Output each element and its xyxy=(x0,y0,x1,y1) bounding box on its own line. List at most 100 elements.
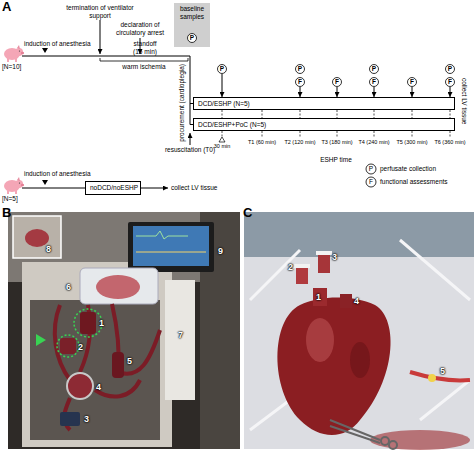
callout-number: 6 xyxy=(66,282,71,292)
perfusate-marker: P xyxy=(217,64,227,74)
perfusion-photo-part xyxy=(136,231,188,239)
group-bar: DCD/ESHP (N=5) xyxy=(193,97,455,110)
node-text: DCD/ESHP (N=5) xyxy=(198,100,250,108)
perfusion-photo-part xyxy=(57,335,79,357)
callout-number: 4 xyxy=(354,296,359,306)
heart-photo-part xyxy=(306,318,334,362)
callout-number: 4 xyxy=(96,382,101,392)
time-bracket xyxy=(100,58,188,61)
event-arrow-part xyxy=(141,188,168,189)
heart-photo-part xyxy=(244,212,474,257)
perfusion-photo-part xyxy=(165,280,195,400)
event-label: termination of ventilator support xyxy=(66,4,134,19)
function-marker: F xyxy=(369,77,379,87)
endpoint-label: collect LV tissue xyxy=(171,184,217,192)
function-marker: F xyxy=(332,77,342,87)
timeline-line-part xyxy=(22,188,85,189)
timeline-line-part xyxy=(22,56,193,125)
phase-label: warm ischemia xyxy=(114,63,174,71)
legend-letter: P xyxy=(366,165,376,173)
legend-text: perfusate collection xyxy=(380,165,436,173)
time-triangle xyxy=(219,137,225,142)
heart-photo-part xyxy=(296,268,308,284)
marker-outline xyxy=(333,78,342,87)
marker-outline xyxy=(370,65,379,74)
heart-photo xyxy=(244,212,474,450)
connector-arrow xyxy=(337,87,338,97)
pig-icon-part xyxy=(15,58,17,62)
heart-photo-part xyxy=(313,288,327,306)
node-text: DCD/ESHP+PoC (N=5) xyxy=(198,121,266,129)
pig-icon-part xyxy=(21,52,24,54)
event-label: standoff (15 min) xyxy=(131,40,159,55)
node-text: F xyxy=(332,77,342,87)
function-marker: F xyxy=(295,77,305,87)
callout-number: 7 xyxy=(178,330,183,340)
function-marker: F xyxy=(445,77,455,87)
perfusion-photo-part xyxy=(136,252,206,253)
perfusion-photo-part xyxy=(80,268,158,304)
perfusate-marker: P xyxy=(295,64,305,74)
pig-icon-part xyxy=(21,184,24,186)
connector-arrow xyxy=(300,87,301,97)
perfusion-photo-part xyxy=(13,216,61,258)
pig-icon-part xyxy=(17,45,20,49)
legend-symbol-part xyxy=(366,164,376,174)
control-box: noDCD/noESHP xyxy=(85,181,141,195)
callout-number: 3 xyxy=(332,252,337,262)
node-text: P xyxy=(369,64,379,74)
timepoint-label: T3 (180 min) xyxy=(317,139,357,147)
heart-photo-part xyxy=(294,264,310,268)
node-text: F xyxy=(295,77,305,87)
perfusion-photo-part xyxy=(96,275,140,299)
heart-photo-part xyxy=(340,294,352,308)
pig-icon-part xyxy=(19,50,20,51)
timepoint-label: T6 (360 min) xyxy=(430,139,470,147)
heart-photo-part xyxy=(278,298,391,436)
marker-outline xyxy=(446,78,455,87)
panel-letter: C xyxy=(243,206,252,220)
heart-photo-part xyxy=(381,437,389,445)
event-triangle xyxy=(42,48,48,185)
event-label: induction of anesthesia xyxy=(24,40,91,48)
event-triangle-part xyxy=(42,48,48,53)
pig-icon-part xyxy=(19,182,20,183)
pig-icon-part xyxy=(7,190,9,194)
node-text: P xyxy=(187,33,197,43)
timepoint-dash-part xyxy=(450,110,451,137)
callout-number: 9 xyxy=(218,246,223,256)
sample-box: baseline samplesP xyxy=(174,3,210,47)
perfusate-marker: P xyxy=(369,64,379,74)
function-marker: F xyxy=(407,77,417,87)
pig-icon xyxy=(4,45,24,62)
timepoint-label: T4 (240 min) xyxy=(354,139,394,147)
group-size: [N=10] xyxy=(2,63,21,71)
heart-photo-part xyxy=(428,374,436,382)
marker-outline xyxy=(446,65,455,74)
timepoint-dash-part xyxy=(374,110,375,137)
node-text: F xyxy=(445,77,455,87)
perfusion-photo-part xyxy=(60,412,80,426)
time-triangle-part xyxy=(219,137,225,142)
connector-arrow xyxy=(222,74,223,97)
perfusion-photo-part xyxy=(74,309,102,337)
panel-letter: A xyxy=(2,0,11,14)
perfusion-photo-part xyxy=(55,304,160,430)
perfusion-photo-part xyxy=(128,222,214,272)
heart-photo-part xyxy=(370,430,470,450)
axis-title: ESHP time xyxy=(306,156,366,164)
perfusion-photo-part xyxy=(60,338,76,354)
timepoint-dash-part xyxy=(412,110,413,137)
connector-arrow xyxy=(450,87,451,97)
heart-photo-part xyxy=(330,420,380,443)
time-bracket-part xyxy=(100,58,188,61)
marker-outline xyxy=(408,78,417,87)
timepoint-label: T2 (120 min) xyxy=(280,139,320,147)
marker-outline xyxy=(218,65,227,74)
marker-outline xyxy=(296,78,305,87)
endpoint-label: collect LV tissue xyxy=(460,78,468,124)
pig-icon-part xyxy=(7,58,9,62)
perfusion-photo-part xyxy=(36,334,46,346)
